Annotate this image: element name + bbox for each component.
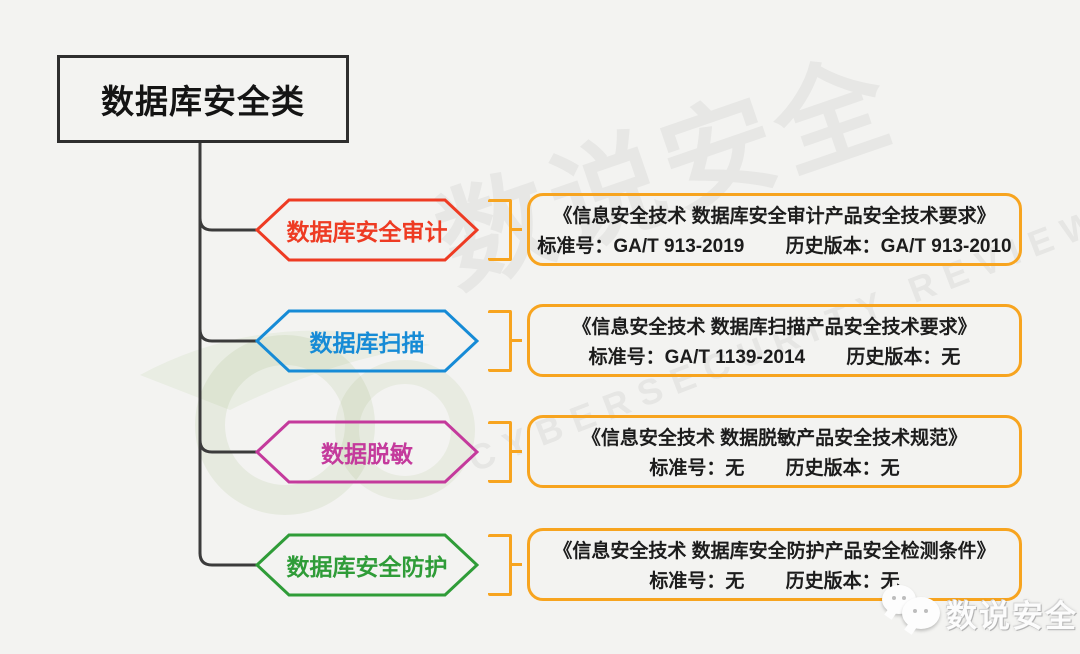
standard-box-scanning: 《信息安全技术 数据库扫描产品安全技术要求》 标准号：GA/T 1139-201… [527,304,1022,377]
node-label: 数据脱敏 [321,441,413,467]
bubble-eye [901,596,906,601]
standard-number: 标准号：GA/T 913-2019 [537,236,745,257]
brand-name: 数说安全 [946,599,1078,634]
bracket-connector [488,421,522,483]
node-database-security-audit: 数据库安全审计 [255,197,479,263]
node-label: 数据库安全防护 [286,554,448,580]
standard-meta: 标准号：无 历史版本：无 [649,453,899,480]
standard-box-protection: 《信息安全技术 数据库安全防护产品安全检测条件》 标准号：无 历史版本：无 [527,528,1022,601]
bubble-eye [913,609,918,614]
watermark-rings-logo-icon [140,330,475,515]
standard-title: 《信息安全技术 数据库安全防护产品安全检测条件》 [553,541,996,562]
bracket-connector [488,534,522,596]
standard-title: 《信息安全技术 数据脱敏产品安全技术规范》 [581,428,968,449]
standard-title: 《信息安全技术 数据库安全审计产品安全技术要求》 [553,206,996,227]
wechat-bubble-icon [902,597,940,629]
standard-history: 历史版本：无 [785,458,900,479]
bracket-tick [509,563,522,566]
standard-number: 标准号：无 [649,458,745,479]
root-node-label: 数据库安全类 [101,83,305,120]
standard-number: 标准号：无 [649,571,745,592]
brand-logo: 数说安全 [878,583,1076,635]
bracket-connector [488,310,522,372]
standard-history: 历史版本：无 [846,347,961,368]
root-node: 数据库安全类 [57,55,349,143]
standard-history: 历史版本：无 [785,571,900,592]
node-data-masking: 数据脱敏 [255,419,479,485]
node-database-scanning: 数据库扫描 [255,308,479,374]
standard-meta: 标准号：无 历史版本：无 [649,566,899,593]
hexagon-shape [255,533,479,597]
standard-title: 《信息安全技术 数据库扫描产品安全技术要求》 [572,317,977,338]
standard-box-audit: 《信息安全技术 数据库安全审计产品安全技术要求》 标准号：GA/T 913-20… [527,193,1022,266]
node-label: 数据库安全审计 [286,219,448,245]
standard-meta: 标准号：GA/T 913-2019 历史版本：GA/T 913-2010 [537,231,1011,258]
standard-box-masking: 《信息安全技术 数据脱敏产品安全技术规范》 标准号：无 历史版本：无 [527,415,1022,488]
bubble-eye [924,609,929,614]
hexagon-shape [255,420,479,484]
bracket-connector [488,199,522,261]
standard-meta: 标准号：GA/T 1139-2014 历史版本：无 [589,342,961,369]
bracket-tick [509,228,522,231]
hexagon-shape [255,309,479,373]
standard-number: 标准号：GA/T 1139-2014 [588,347,806,368]
standard-history: 历史版本：GA/T 913-2010 [785,236,1012,257]
bracket-tick [509,339,522,342]
bubble-eye [892,596,897,601]
bracket-tick [509,450,522,453]
node-database-security-protection: 数据库安全防护 [255,532,479,598]
node-label: 数据库扫描 [309,330,425,356]
hexagon-shape [255,198,479,262]
